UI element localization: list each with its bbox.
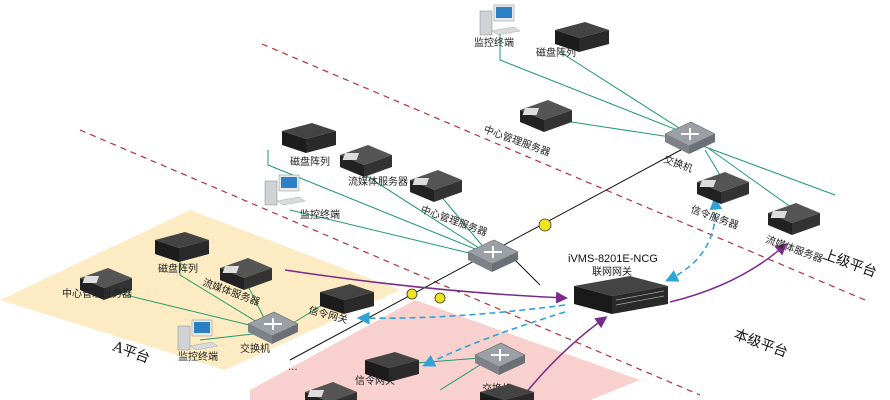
current-disk-label: 磁盘阵列 [290, 155, 330, 168]
current-links [267, 150, 491, 259]
upper-switch-label: 交换机 [662, 153, 695, 175]
b-signal-gw-label: 信令网关 [355, 374, 395, 387]
current-stream-server [340, 145, 392, 177]
current-switch [467, 239, 519, 273]
gateway-model-label: iVMS-8201E-NCG [568, 253, 658, 265]
a-switch-label: 交换机 [240, 342, 270, 355]
current-stream-label: 流媒体服务器 [348, 175, 408, 188]
upper-stream-server [768, 203, 820, 235]
upper-monitor-label: 监控终端 [474, 36, 514, 49]
current-cms-server [410, 170, 462, 202]
upper-signal-server [697, 172, 749, 204]
zone-current-title: 本级平台 [732, 327, 790, 361]
upper-monitor-terminal [479, 4, 521, 36]
upper-links [499, 30, 836, 211]
upper-switch [664, 121, 716, 155]
a-cms-label: 中心管理服务器 [62, 287, 132, 300]
firewall-icon-a2 [434, 292, 446, 304]
current-disk-array [282, 123, 336, 153]
a-disk-label: 磁盘阵列 [158, 262, 198, 275]
upper-cms-server [520, 100, 572, 132]
firewall-icon-a1 [406, 288, 418, 300]
firewall-icon-upper [538, 218, 552, 232]
current-cms-label: 中心管理服务器 [419, 203, 489, 239]
a-monitor-label: 监控终端 [178, 350, 218, 363]
upper-disk-label: 磁盘阵列 [536, 46, 576, 59]
gateway-device [574, 276, 668, 314]
zone-upper-title: 上级平台 [821, 247, 879, 281]
zone-b-background [250, 300, 640, 400]
current-boundary-line [79, 129, 701, 396]
current-monitor-terminal [264, 174, 306, 206]
ellipsis: ... [288, 362, 298, 373]
purple-data-arrows [284, 243, 788, 400]
gateway-name-label: 联网网关 [592, 265, 632, 278]
current-monitor-label: 监控终端 [300, 208, 340, 221]
zone-a-background [0, 210, 400, 370]
blue-signal-arrows [356, 196, 723, 367]
